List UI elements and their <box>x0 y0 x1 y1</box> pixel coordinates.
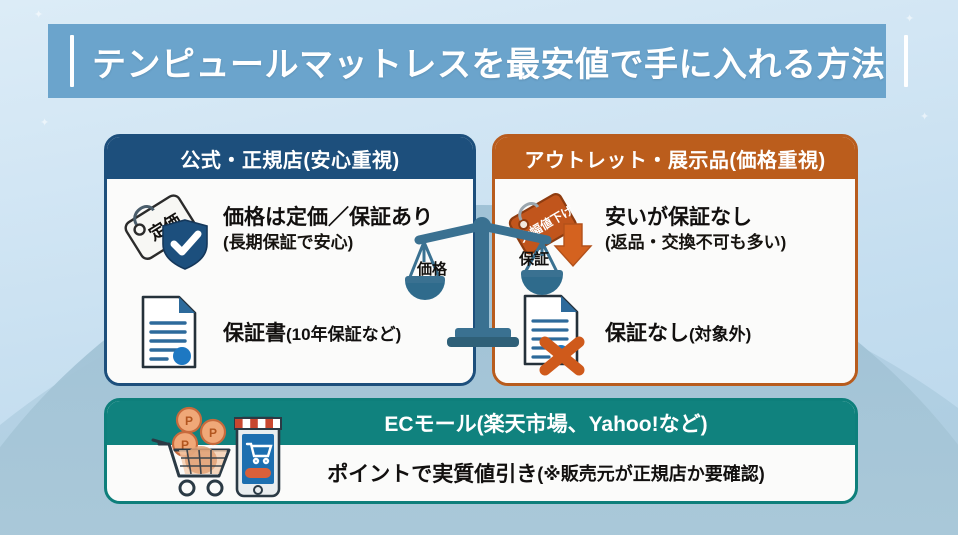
official-row-warranty: 保証書(10年保証など) <box>107 281 473 383</box>
outlet-nowarranty-main: 保証なし <box>605 322 689 345</box>
official-warranty-main: 保証書 <box>223 322 286 345</box>
ec-body-sub: (※販売元が正規店か要確認) <box>537 464 765 484</box>
outlet-nowarranty-line: 保証なし(対象外) <box>605 317 847 347</box>
title-left-rule <box>70 35 74 87</box>
shopping-cart-points-smartphone-icon: P P P <box>145 404 282 500</box>
scale-right-pan-label: 保証 <box>518 250 549 268</box>
panel-outlet-header: アウトレット・展示品(価格重視) <box>495 137 855 179</box>
official-warranty-line: 保証書(10年保証など) <box>223 317 465 347</box>
title-banner: テンピュールマットレスを最安値で手に入れる方法 <box>48 24 908 98</box>
panel-official-header: 公式・正規店(安心重視) <box>107 137 473 179</box>
page-title: テンピュールマットレスを最安値で手に入れる方法 <box>92 45 886 84</box>
outlet-nowarranty-sub: (対象外) <box>689 325 752 344</box>
official-price-line1: 価格は定価／保証あり <box>223 206 433 230</box>
document-cross-icon <box>509 286 595 378</box>
panel-outlet: アウトレット・展示品(価格重視) 大幅値下げ <box>492 134 858 386</box>
official-price-text: 価格は定価／保証あり (長期保証で安心) <box>223 206 465 254</box>
point-coin-label: P <box>185 414 193 428</box>
point-coin-label: P <box>181 438 189 452</box>
sparkle-icon: ✦ <box>40 117 50 129</box>
panel-ec-mall: ECモール(楽天市場、Yahoo!など) ポイントで実質値引き(※販売元が正規店… <box>104 398 858 504</box>
official-price-line2: (長期保証で安心) <box>223 233 354 253</box>
sparkle-icon: ✦ <box>920 111 930 123</box>
sparkle-icon: ✦ <box>34 9 44 21</box>
warranty-document-icon <box>121 286 213 378</box>
sparkle-icon: ✦ <box>905 13 915 25</box>
panel-outlet-body: 大幅値下げ 安いが保証なし (返品・交換不可も多い) <box>495 179 855 383</box>
title-right-rule <box>903 35 908 87</box>
outlet-nowarranty-text: 保証なし(対象外) <box>605 317 847 347</box>
official-row-price: 定価 価格は定価／保証あり (長期保証で安心) <box>107 179 473 281</box>
point-coin-label: P <box>209 426 217 440</box>
outlet-cheap-text: 安いが保証なし (返品・交換不可も多い) <box>605 206 847 254</box>
official-warranty-sub: (10年保証など) <box>286 325 402 344</box>
outlet-cheap-line2: (返品・交換不可も多い) <box>605 233 787 253</box>
panel-ec-body: ポイントで実質値引き(※販売元が正規店か要確認) <box>107 445 855 501</box>
scale-left-pan-label: 価格 <box>416 260 448 278</box>
price-tag-shield-icon: 定価 <box>121 184 213 276</box>
outlet-cheap-line1: 安いが保証なし <box>605 206 752 230</box>
ec-body-main: ポイントで実質値引き <box>327 463 538 486</box>
balance-scale-icon: 価格 保証 <box>405 196 563 352</box>
panel-ec-header: ECモール(楽天市場、Yahoo!など) <box>107 401 855 445</box>
official-warranty-text: 保証書(10年保証など) <box>223 317 465 347</box>
outlet-row-nowarranty: 保証なし(対象外) <box>495 281 855 383</box>
